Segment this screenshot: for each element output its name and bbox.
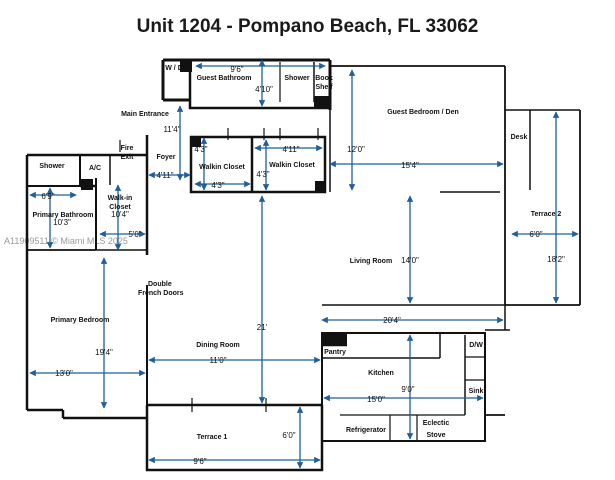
dim-walkin-main-width: 5'0" [128, 230, 141, 239]
desk-label: Desk [511, 134, 528, 141]
wall-fills [81, 60, 347, 345]
dim-foyer-width: 4'11" [156, 171, 173, 180]
dw-label: D/W [469, 342, 483, 349]
dim-guest-bath-width: 9'6" [230, 65, 243, 74]
kitchen-label: Kitchen [368, 370, 394, 377]
dim-walkin2-width: 4'11" [282, 145, 299, 154]
dim-kitchen-width: 15'0" [367, 395, 385, 404]
dim-foyer-height: 11'4" [163, 125, 180, 134]
wd-label: W / D [165, 65, 183, 72]
stove-label-1: Eclectic [423, 420, 450, 427]
dim-guest-bed-height: 12'0" [347, 145, 365, 154]
living-room-label: Living Room [350, 258, 392, 265]
dim-terrace1-width: 9'6" [193, 457, 206, 466]
room-labels: W / D Guest Bathroom Shower Book Shelf M… [32, 65, 561, 441]
walls [25, 58, 581, 472]
sink-label: Sink [469, 388, 484, 395]
dim-primary-bed-width: 13'0" [55, 369, 73, 378]
dimension-arrows [29, 59, 579, 469]
dim-walkin-main-height: 10'4" [111, 210, 129, 219]
main-entrance-label: Main Entrance [121, 111, 169, 118]
dim-terrace2-height: 18'2" [547, 255, 565, 264]
dim-living-width: 20'4" [383, 316, 401, 325]
terrace-1-label: Terrace 1 [197, 434, 228, 441]
dining-room-label: Dining Room [196, 342, 240, 349]
primary-bathroom-label: Primary Bathroom [32, 212, 93, 219]
shower-left-label: Shower [39, 163, 65, 170]
dim-primary-bath-width: 6'9" [41, 192, 54, 201]
guest-bedroom-label: Guest Bedroom / Den [387, 109, 459, 116]
refrigerator-label: Refrigerator [346, 427, 386, 434]
plan-title: Unit 1204 - Pompano Beach, FL 33062 [136, 16, 479, 37]
fire-exit-label-1: Fire [121, 145, 134, 152]
primary-bedroom-label: Primary Bedroom [51, 317, 110, 324]
ac-label: A/C [89, 165, 101, 172]
dim-terrace1-height: 6'0" [282, 431, 295, 440]
dim-living-height: 14'0" [401, 256, 419, 265]
double-doors-label-1: Double [148, 281, 172, 288]
terrace-2-label: Terrace 2 [531, 211, 562, 218]
dim-primary-bed-height: 19'4" [95, 348, 113, 357]
book-shelf-label-2: Shelf [315, 84, 333, 91]
book-shelf-label-1: Book [315, 75, 333, 82]
walkin-closet-2-label: Walkin Closet [269, 162, 315, 169]
dim-terrace2-width: 6'0" [529, 230, 542, 239]
fire-exit-label-2: Exit [121, 154, 135, 161]
dim-dining-width: 11'0" [209, 356, 226, 365]
dim-walkin2-height: 4'3" [256, 170, 269, 179]
dim-walkin1-width: 4'3" [211, 181, 224, 190]
foyer-label: Foyer [156, 154, 175, 161]
stove-label-2: Stove [426, 432, 445, 439]
dimension-labels: 9'6" 4'10" 11'4" 12'0" 15'4" 4'3" 4'3" 4… [41, 65, 565, 466]
watermark-text: A11909511 © Miami MLS 2025 [4, 236, 128, 246]
dim-guest-bed-width: 15'4" [401, 161, 419, 170]
walkin-main-label-1: Walk-in [108, 195, 133, 202]
walkin-closet-1-label: Walkin Closet [199, 164, 245, 171]
dim-primary-bath-height: 10'3" [53, 218, 71, 227]
double-doors-label-2: French Doors [138, 290, 184, 297]
shower-top-label: Shower [284, 75, 310, 82]
guest-bathroom-label: Guest Bathroom [197, 75, 252, 82]
pantry-label: Pantry [324, 349, 346, 356]
walkin-main-label-2: Closet [109, 204, 131, 211]
dim-kitchen-height: 9'0" [401, 385, 414, 394]
dim-guest-bath-height: 4'10" [255, 85, 273, 94]
dim-center-height: 21' [257, 323, 268, 332]
dim-walkin1-height: 4'3" [194, 145, 207, 154]
